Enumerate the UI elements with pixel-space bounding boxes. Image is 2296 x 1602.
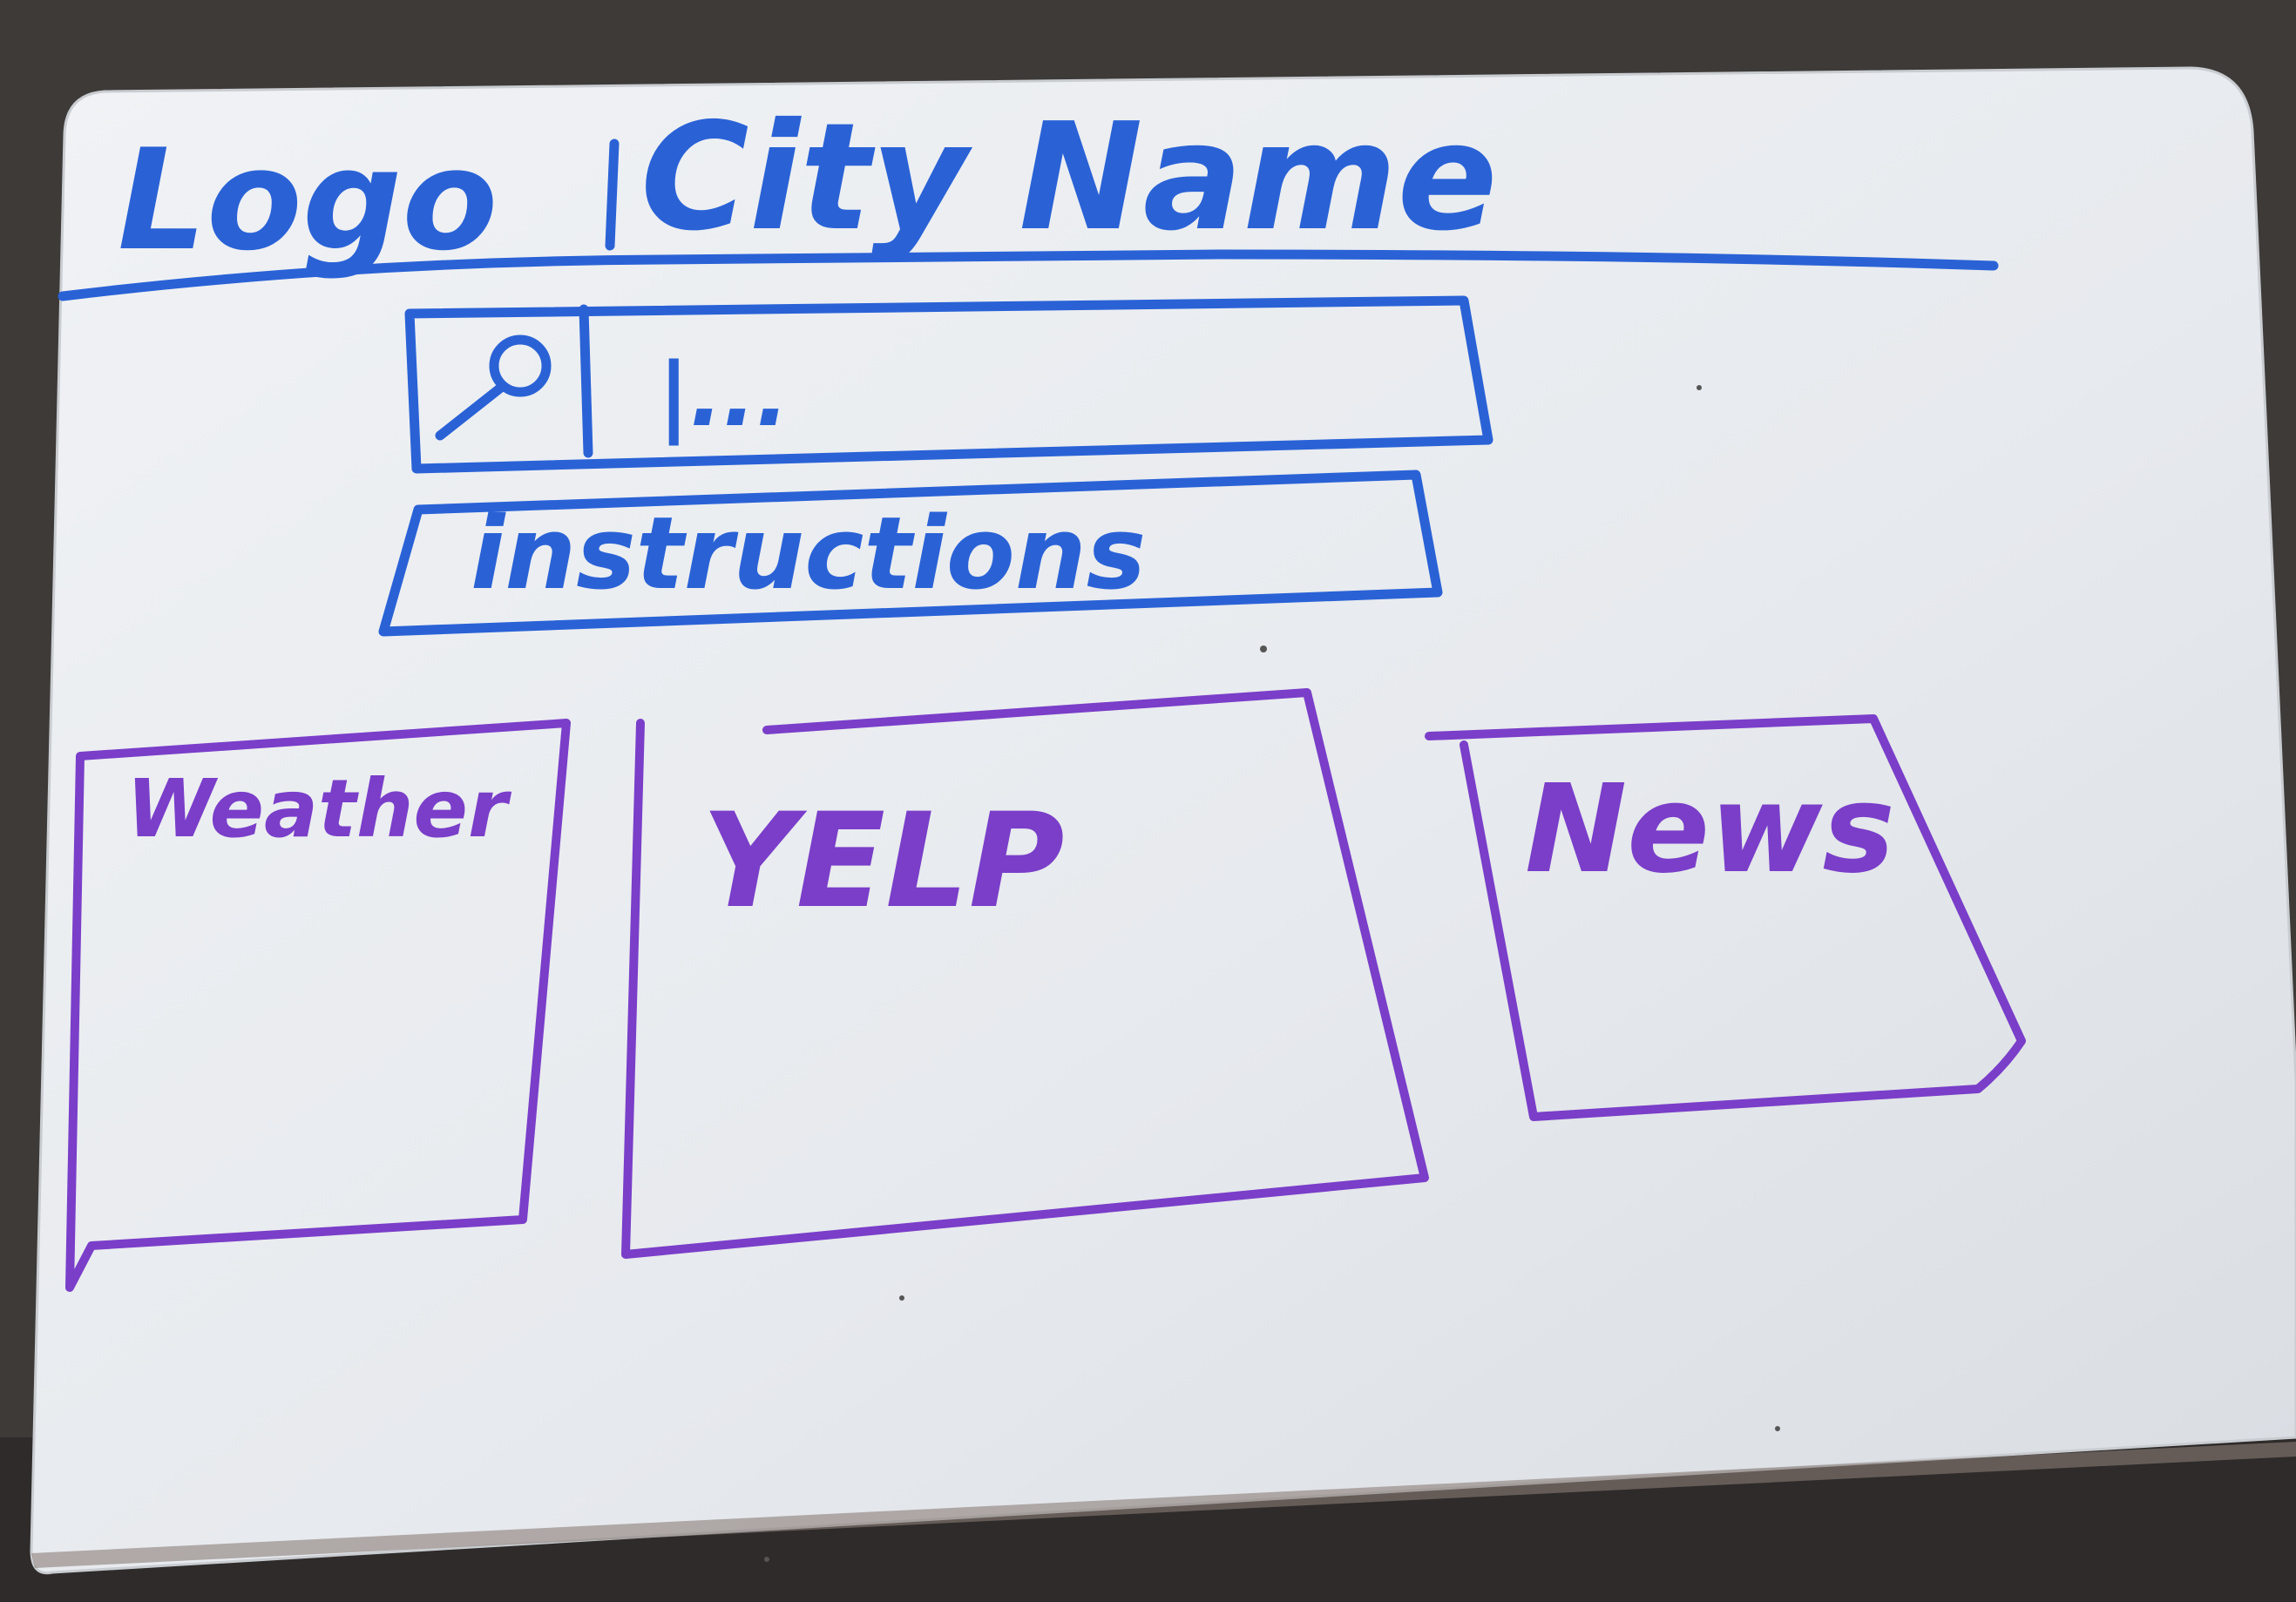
logo-text: Logo [118,118,498,281]
yelp-panel-title: YELP [701,786,1065,937]
yelp-panel-outline [621,688,1429,1259]
instructions-box-outline [378,470,1443,637]
search-icon [435,335,552,441]
news-panel-outline [1425,714,2026,1121]
search-box-sketch [404,295,1493,474]
board-specks [764,385,1780,1562]
search-box-outline [404,295,1493,474]
weather-panel-title: Weather [126,762,512,855]
search-input-placeholder: |... [658,344,789,446]
panels-sketch [65,688,2026,1292]
search-icon-divider [579,304,593,458]
header-separator [605,139,620,251]
whiteboard [30,66,2296,1575]
instructions-text: instructions [471,496,1146,612]
news-panel-title: News [1525,759,1895,901]
weather-panel-outline [65,719,571,1292]
whiteboard-edge [31,1442,2296,1568]
header-divider [58,249,1999,301]
city-name-text: City Name [640,91,1498,264]
header-sketch [58,139,1999,301]
